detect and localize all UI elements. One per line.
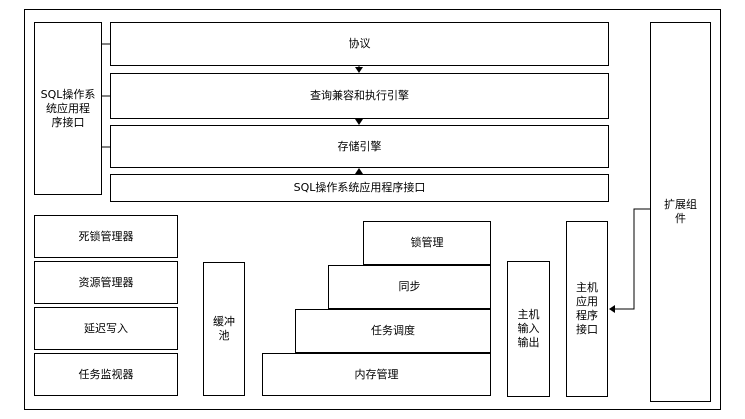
lock-manager-box: 锁管理 [363, 221, 491, 265]
sqlos-api-left-box: SQL操作系 统应用程 序接口 [34, 22, 102, 195]
lazy-write-box: 延迟写入 [34, 307, 178, 350]
protocol-layer: 协议 [110, 22, 609, 66]
query-engine-layer: 查询兼容和执行引擎 [110, 73, 609, 119]
task-monitor-box: 任务监视器 [34, 353, 178, 396]
sqlos-api-layer: SQL操作系统应用程序接口 [110, 174, 609, 202]
host-api-box: 主机 应用 程序 接口 [566, 221, 608, 397]
resource-manager-box: 资源管理器 [34, 261, 178, 304]
synchronization-box: 同步 [328, 265, 491, 309]
deadlock-manager-box: 死锁管理器 [34, 215, 178, 258]
storage-engine-layer: 存储引擎 [110, 125, 609, 168]
extension-components-box: 扩展组 件 [650, 22, 711, 402]
buffer-pool-box: 缓冲 池 [203, 262, 245, 396]
diagram-frame [24, 9, 721, 410]
host-io-box: 主机 输入 输出 [507, 261, 550, 397]
task-scheduling-box: 任务调度 [295, 309, 491, 353]
memory-management-box: 内存管理 [262, 353, 491, 396]
